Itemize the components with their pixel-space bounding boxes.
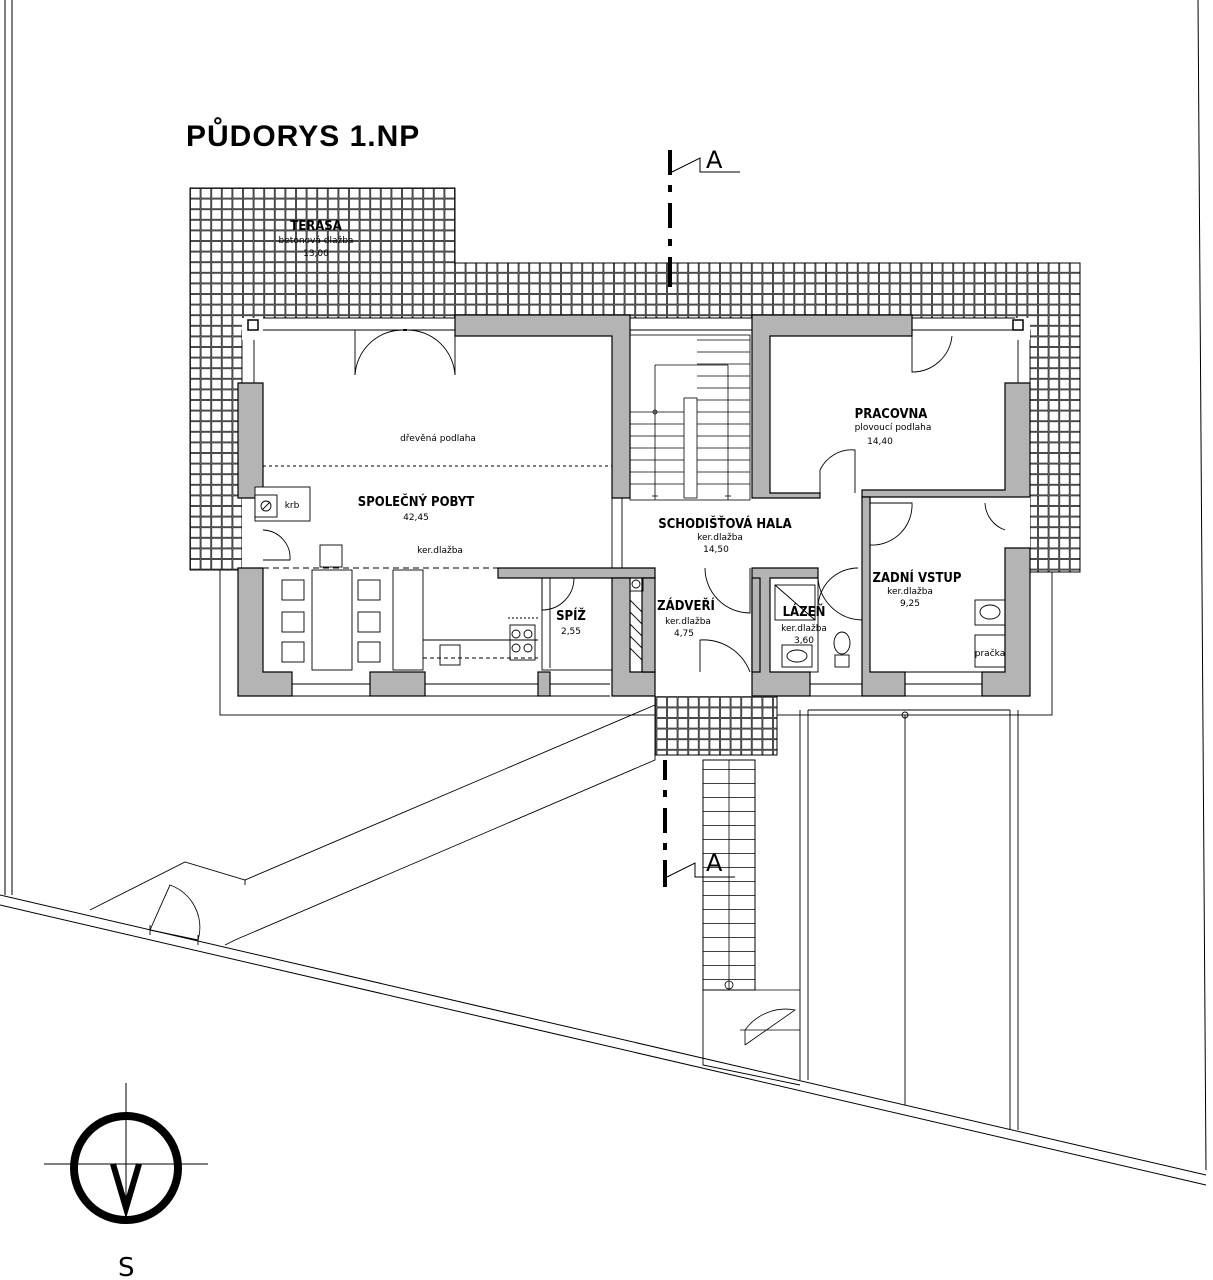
- outer-outline: [219, 567, 1053, 1130]
- exterior-stairs: [702, 759, 801, 1086]
- pracovna-area: 14,40: [867, 437, 893, 447]
- access-ramp: [89, 700, 656, 946]
- pracovna-floor: plovoucí podlaha: [855, 423, 932, 433]
- page-title: PŮDORYS 1.NP: [186, 117, 420, 153]
- spolecny-pobyt-area: 42,45: [403, 513, 429, 523]
- schodistova-hala-area: 14,50: [703, 545, 729, 555]
- section-mark-top: A: [706, 146, 723, 174]
- north-arrow-icon: [44, 1083, 208, 1224]
- lazen-floor: ker.dlažba: [781, 624, 827, 634]
- terasa-name: TERASA: [290, 219, 342, 234]
- spiz-area: 2,55: [561, 627, 581, 637]
- spolecny-pobyt-name: SPOLEČNÝ POBYT: [358, 494, 474, 510]
- zadni-vstup-area: 9,25: [900, 599, 920, 609]
- terasa-floor: betonová dlažba: [279, 236, 354, 246]
- walls: [237, 314, 1031, 697]
- spolecny-pobyt-floor-top: dřevěná podlaha: [400, 434, 476, 444]
- zadveri-floor: ker.dlažba: [665, 617, 711, 627]
- plot-boundary: [0, 0, 1207, 1186]
- windows: [241, 317, 1031, 697]
- schodistova-hala-name: SCHODIŠŤOVÁ HALA: [658, 516, 791, 532]
- terasa-area: 13,00: [303, 249, 329, 259]
- zadveri-area: 4,75: [674, 629, 694, 639]
- zadni-vstup-name: ZADNÍ VSTUP: [873, 570, 962, 586]
- lazen-name: LÁZEŇ: [783, 604, 826, 620]
- zadni-vstup-floor: ker.dlažba: [887, 587, 933, 597]
- zadveri-name: ZÁDVEŘÍ: [657, 598, 715, 614]
- krb-label: krb: [285, 501, 300, 511]
- interior-stairs: [629, 334, 751, 501]
- pracovna-name: PRACOVNA: [855, 407, 928, 422]
- spiz-name: SPÍŽ: [556, 608, 586, 624]
- schodistova-hala-floor: ker.dlažba: [697, 533, 743, 543]
- north-label: S: [118, 1253, 135, 1280]
- spolecny-pobyt-floor: ker.dlažba: [417, 546, 463, 556]
- lazen-area: 3,60: [794, 636, 814, 646]
- section-line-a: [663, 150, 740, 887]
- section-mark-bottom: A: [706, 849, 723, 877]
- pracka-label: pračka: [975, 648, 1005, 659]
- interior-details: [254, 329, 1006, 673]
- terrace-tiles: [189, 187, 1081, 756]
